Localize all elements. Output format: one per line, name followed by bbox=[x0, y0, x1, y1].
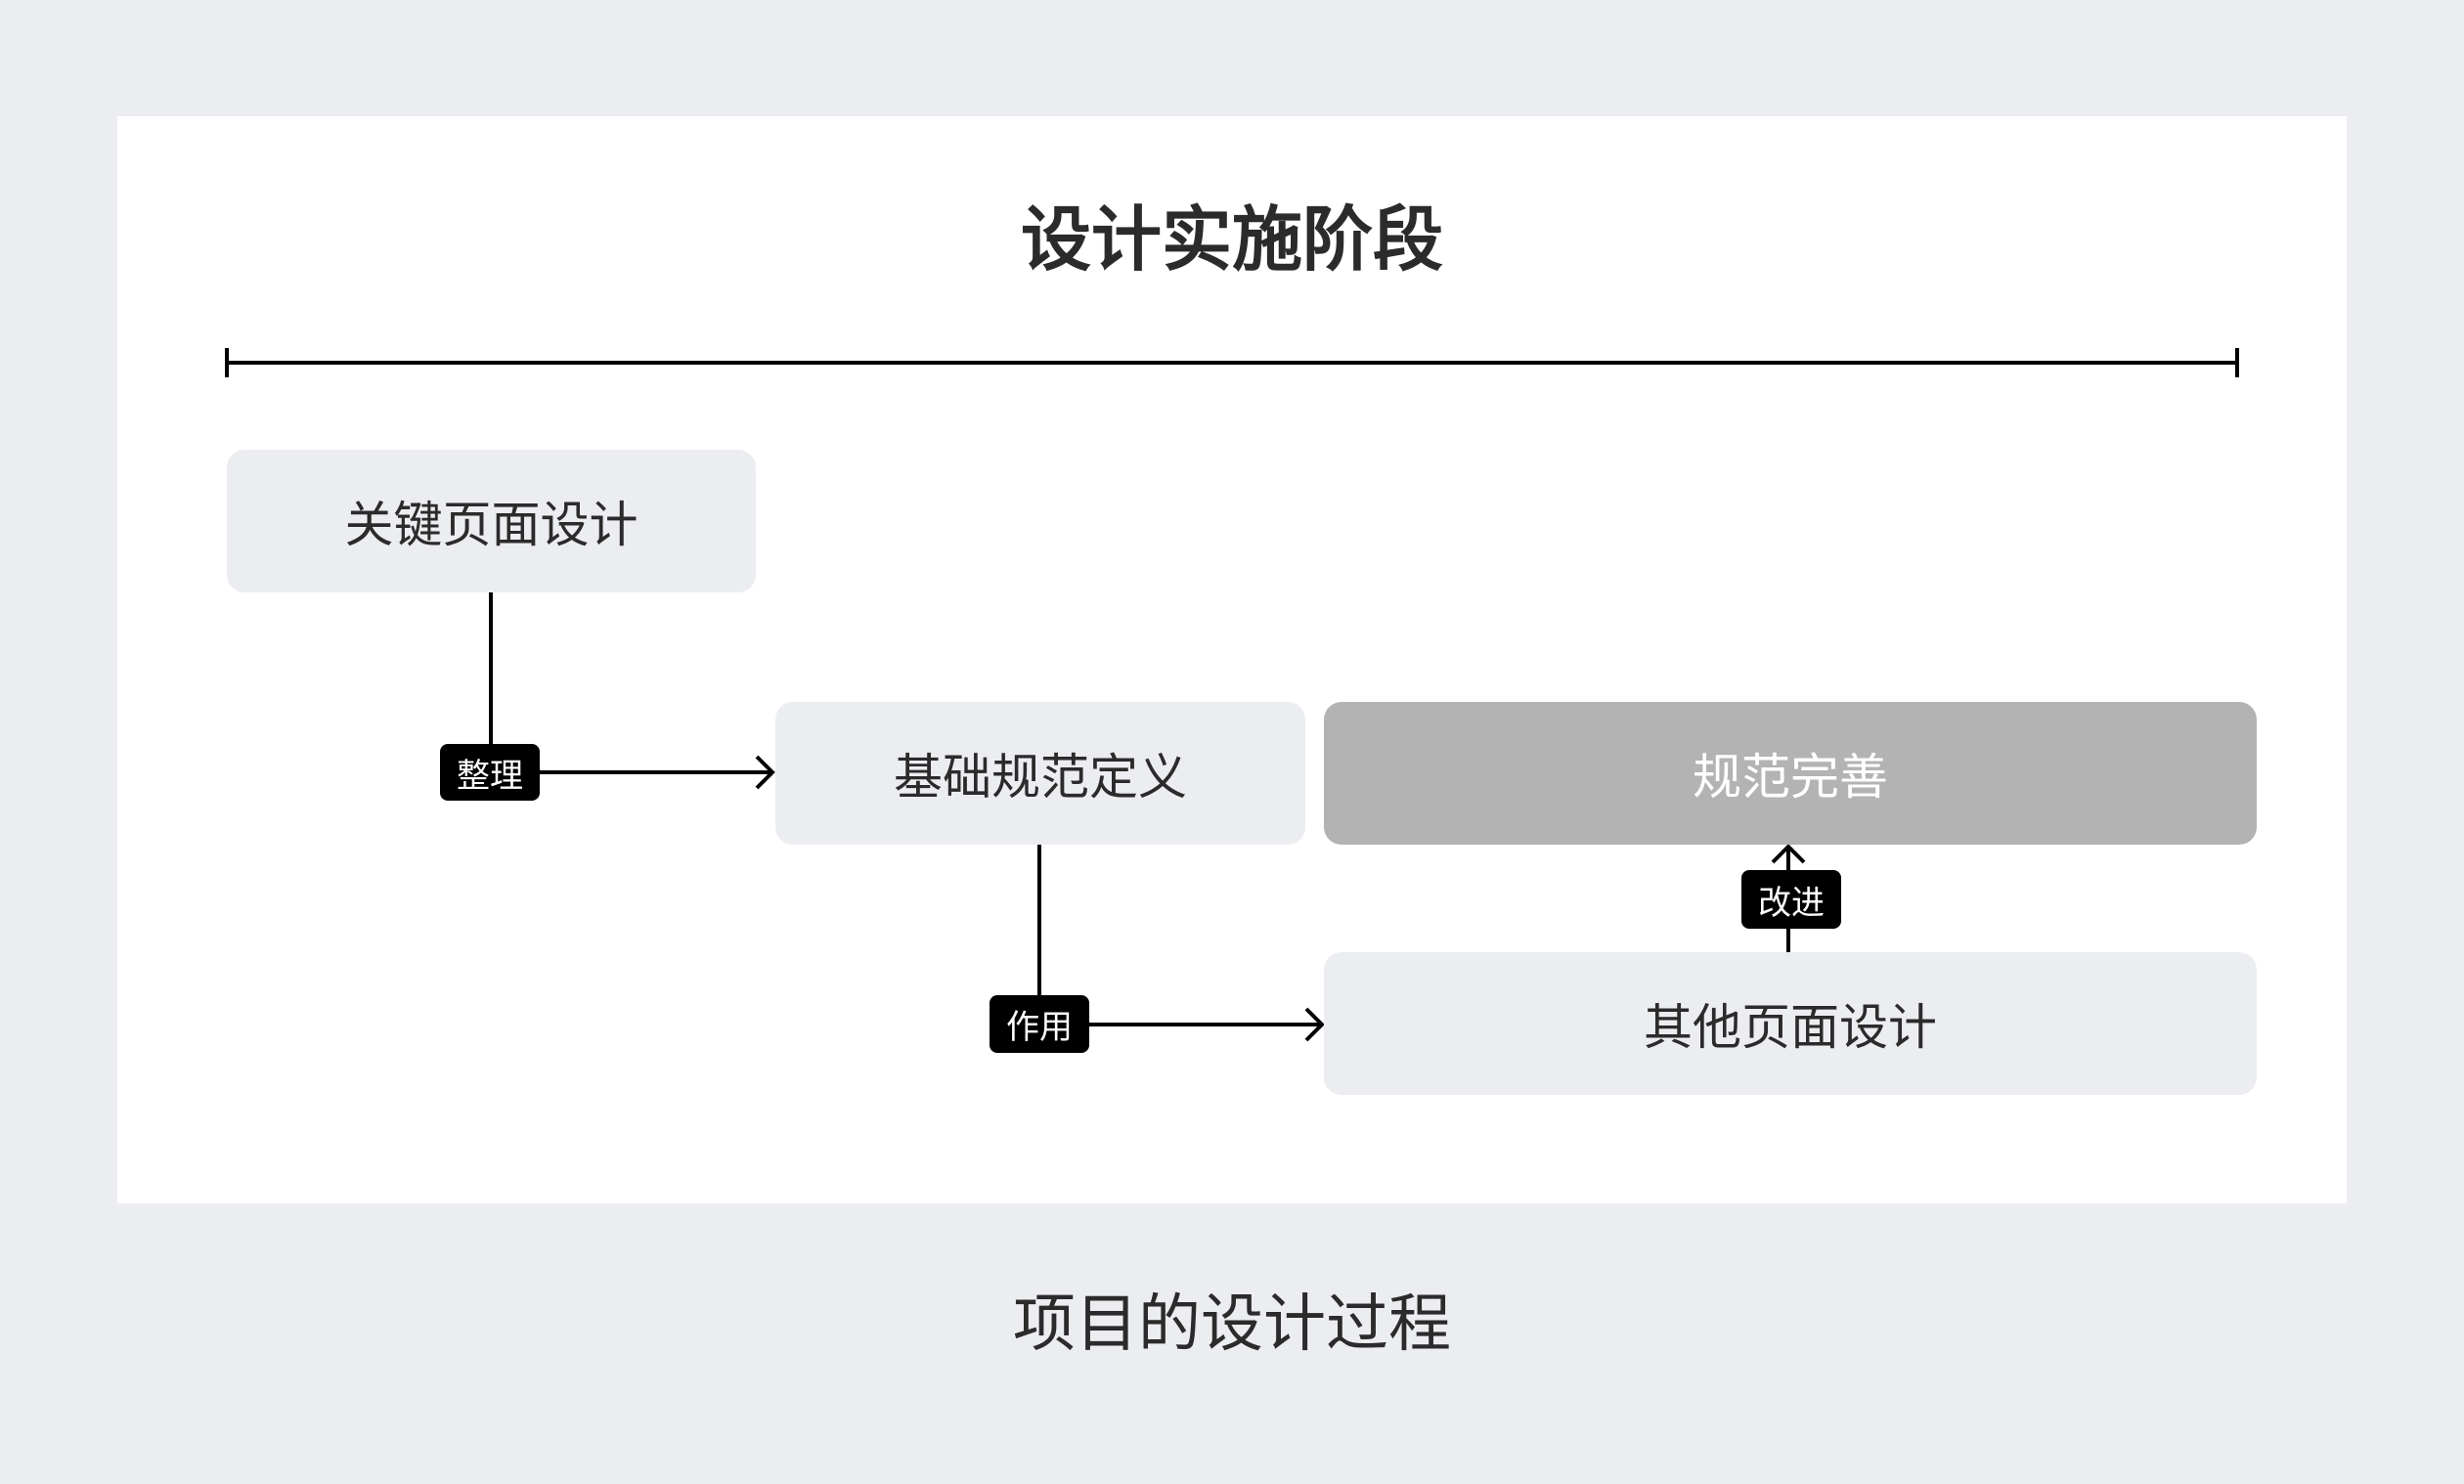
tag-organize: 整理 bbox=[440, 744, 540, 801]
tag-apply: 作用 bbox=[990, 995, 1089, 1053]
timeline-bar bbox=[225, 348, 2239, 377]
node-other-pages-label: 其他页面设计 bbox=[1644, 999, 1937, 1056]
node-key-pages: 关键页面设计 bbox=[227, 450, 756, 592]
tag-improve: 改进 bbox=[1741, 870, 1841, 929]
connector-organize bbox=[489, 592, 775, 790]
node-key-pages-label: 关键页面设计 bbox=[344, 497, 638, 553]
node-spec-define-label: 基础规范定义 bbox=[894, 749, 1187, 806]
diagram-title: 设计实施阶段 bbox=[1020, 198, 1443, 281]
node-spec-refine: 规范完善 bbox=[1324, 702, 2257, 845]
node-other-pages: 其他页面设计 bbox=[1324, 952, 2257, 1095]
connector-improve bbox=[1771, 844, 1806, 952]
node-spec-refine-label: 规范完善 bbox=[1693, 749, 1888, 806]
diagram-caption: 项目的设计过程 bbox=[1013, 1288, 1451, 1361]
connector-apply bbox=[1037, 845, 1325, 1042]
node-spec-define: 基础规范定义 bbox=[775, 702, 1305, 845]
